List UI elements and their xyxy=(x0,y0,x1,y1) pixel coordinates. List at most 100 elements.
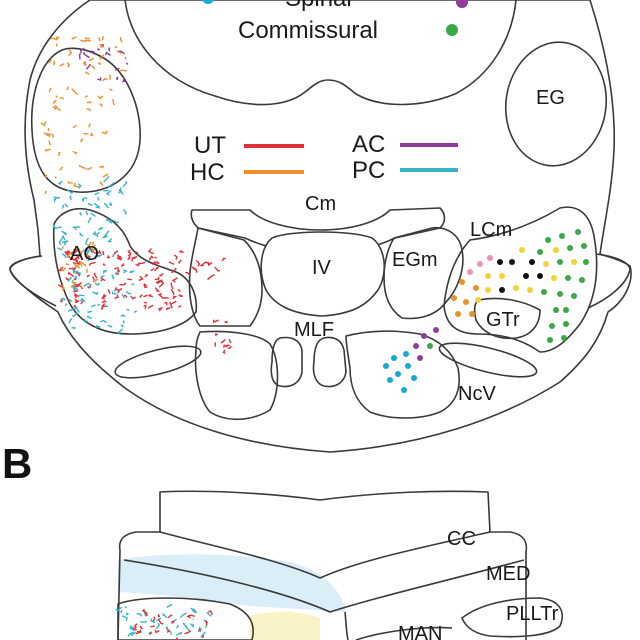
neuron-dot-black xyxy=(509,259,515,265)
panel-b-blue-shade xyxy=(118,554,346,612)
fiber-pc xyxy=(113,292,117,296)
fiber-ut xyxy=(65,277,70,281)
fiber-hc xyxy=(54,176,57,179)
neuron-dot-green xyxy=(541,289,547,295)
fiber-ut xyxy=(116,254,123,261)
label-ncv: NcV xyxy=(458,383,496,405)
neuron-dot-green xyxy=(545,237,551,243)
fiber-hc xyxy=(99,165,105,169)
fiber-ut-b xyxy=(150,625,155,628)
fiber-pc xyxy=(86,315,92,320)
fiber-hc xyxy=(77,261,83,267)
fiber-pc xyxy=(53,196,60,199)
fiber-hc xyxy=(102,173,109,178)
fiber-pc xyxy=(107,181,115,189)
fiber-ut xyxy=(173,254,178,260)
fiber-hc xyxy=(88,57,95,62)
fiber-hc xyxy=(52,99,57,105)
fiber-pc xyxy=(67,189,73,194)
fiber-hc xyxy=(44,148,51,152)
fiber-pc xyxy=(72,226,81,229)
fiber-hc xyxy=(61,284,66,291)
neuron-dot-black xyxy=(537,273,543,279)
fiber-pc-b xyxy=(190,607,196,614)
fiber-pc xyxy=(130,269,135,274)
fiber-ac xyxy=(97,77,102,81)
fiber-ut xyxy=(195,259,201,267)
fiber-hc xyxy=(72,124,77,129)
fiber-ac xyxy=(107,47,111,53)
fiber-pc xyxy=(67,277,73,283)
fiber-hc xyxy=(66,251,73,258)
fiber-hc xyxy=(61,246,64,249)
fiber-hc xyxy=(97,62,102,65)
fiber-ut xyxy=(143,284,148,289)
fiber-pc-b xyxy=(182,622,187,628)
fiber-hc xyxy=(119,69,127,72)
fiber-ut xyxy=(127,254,131,261)
fiber-hc xyxy=(65,263,70,266)
fiber-pc xyxy=(103,175,110,183)
fiber-pc xyxy=(68,298,73,303)
neuron-dot-orange xyxy=(463,299,469,305)
fiber-pc-b xyxy=(129,625,132,630)
neuron-dot-blue xyxy=(383,363,389,369)
fiber-hc xyxy=(60,267,67,272)
neuron-dot-black xyxy=(497,259,503,265)
neuron-dot-green xyxy=(567,245,573,251)
fiber-ut xyxy=(130,295,136,300)
fiber-pc xyxy=(111,291,114,295)
fiber-hc xyxy=(109,88,113,92)
fiber-ut xyxy=(222,349,226,355)
neuron-dot-green xyxy=(537,249,543,255)
neuron-dot-pink xyxy=(487,255,493,261)
fiber-hc xyxy=(84,71,90,75)
fiber-ut xyxy=(72,266,77,272)
fiber-hc xyxy=(86,166,93,170)
neuron-dot-black xyxy=(499,287,505,293)
tract-fibers xyxy=(40,35,232,355)
neuron-dot-black xyxy=(529,259,535,265)
panel-b-labels: CC MED PLLTr MAN xyxy=(398,528,559,640)
fiber-ut xyxy=(177,288,181,293)
egm-region xyxy=(383,226,464,320)
fiber-pc-b xyxy=(115,606,123,612)
neuron-dot-yellow xyxy=(551,275,557,281)
fiber-pc xyxy=(57,180,63,186)
fiber-pc-b xyxy=(176,632,181,636)
legend-spinal-label: Spinal xyxy=(285,0,352,12)
fiber-hc xyxy=(84,61,87,65)
iv-ventricle xyxy=(260,231,385,317)
legend-pc-label: PC xyxy=(352,157,385,184)
fiber-pc xyxy=(64,203,69,208)
fiber-pc xyxy=(121,293,126,299)
fiber-pc xyxy=(92,291,99,296)
fiber-ut xyxy=(74,293,80,298)
fiber-pc-b xyxy=(175,624,179,629)
neuron-dot-green xyxy=(561,335,567,341)
fiber-hc xyxy=(112,98,115,106)
fiber-hc xyxy=(73,182,80,188)
fiber-hc xyxy=(93,278,99,282)
fiber-hc xyxy=(55,43,58,47)
fiber-hc xyxy=(79,39,87,43)
fiber-hc xyxy=(57,152,61,157)
fiber-ut xyxy=(170,288,175,295)
fiber-hc xyxy=(67,49,73,57)
fiber-ut xyxy=(88,261,96,267)
fiber-pc-b xyxy=(125,612,129,616)
fiber-hc xyxy=(108,74,112,80)
fiber-hc xyxy=(71,36,77,40)
fiber-ut xyxy=(117,256,121,260)
fiber-hc xyxy=(91,244,96,251)
fiber-pc xyxy=(92,231,97,237)
fiber-ut xyxy=(127,278,132,281)
fiber-ut-b xyxy=(207,610,214,616)
panel-b xyxy=(117,490,564,640)
neuron-dot-purple xyxy=(417,355,423,361)
fiber-pc xyxy=(120,324,124,328)
fiber-ac xyxy=(114,67,120,71)
fiber-pc xyxy=(87,202,93,207)
midline-notch xyxy=(344,611,349,640)
fiber-pc xyxy=(118,188,123,194)
